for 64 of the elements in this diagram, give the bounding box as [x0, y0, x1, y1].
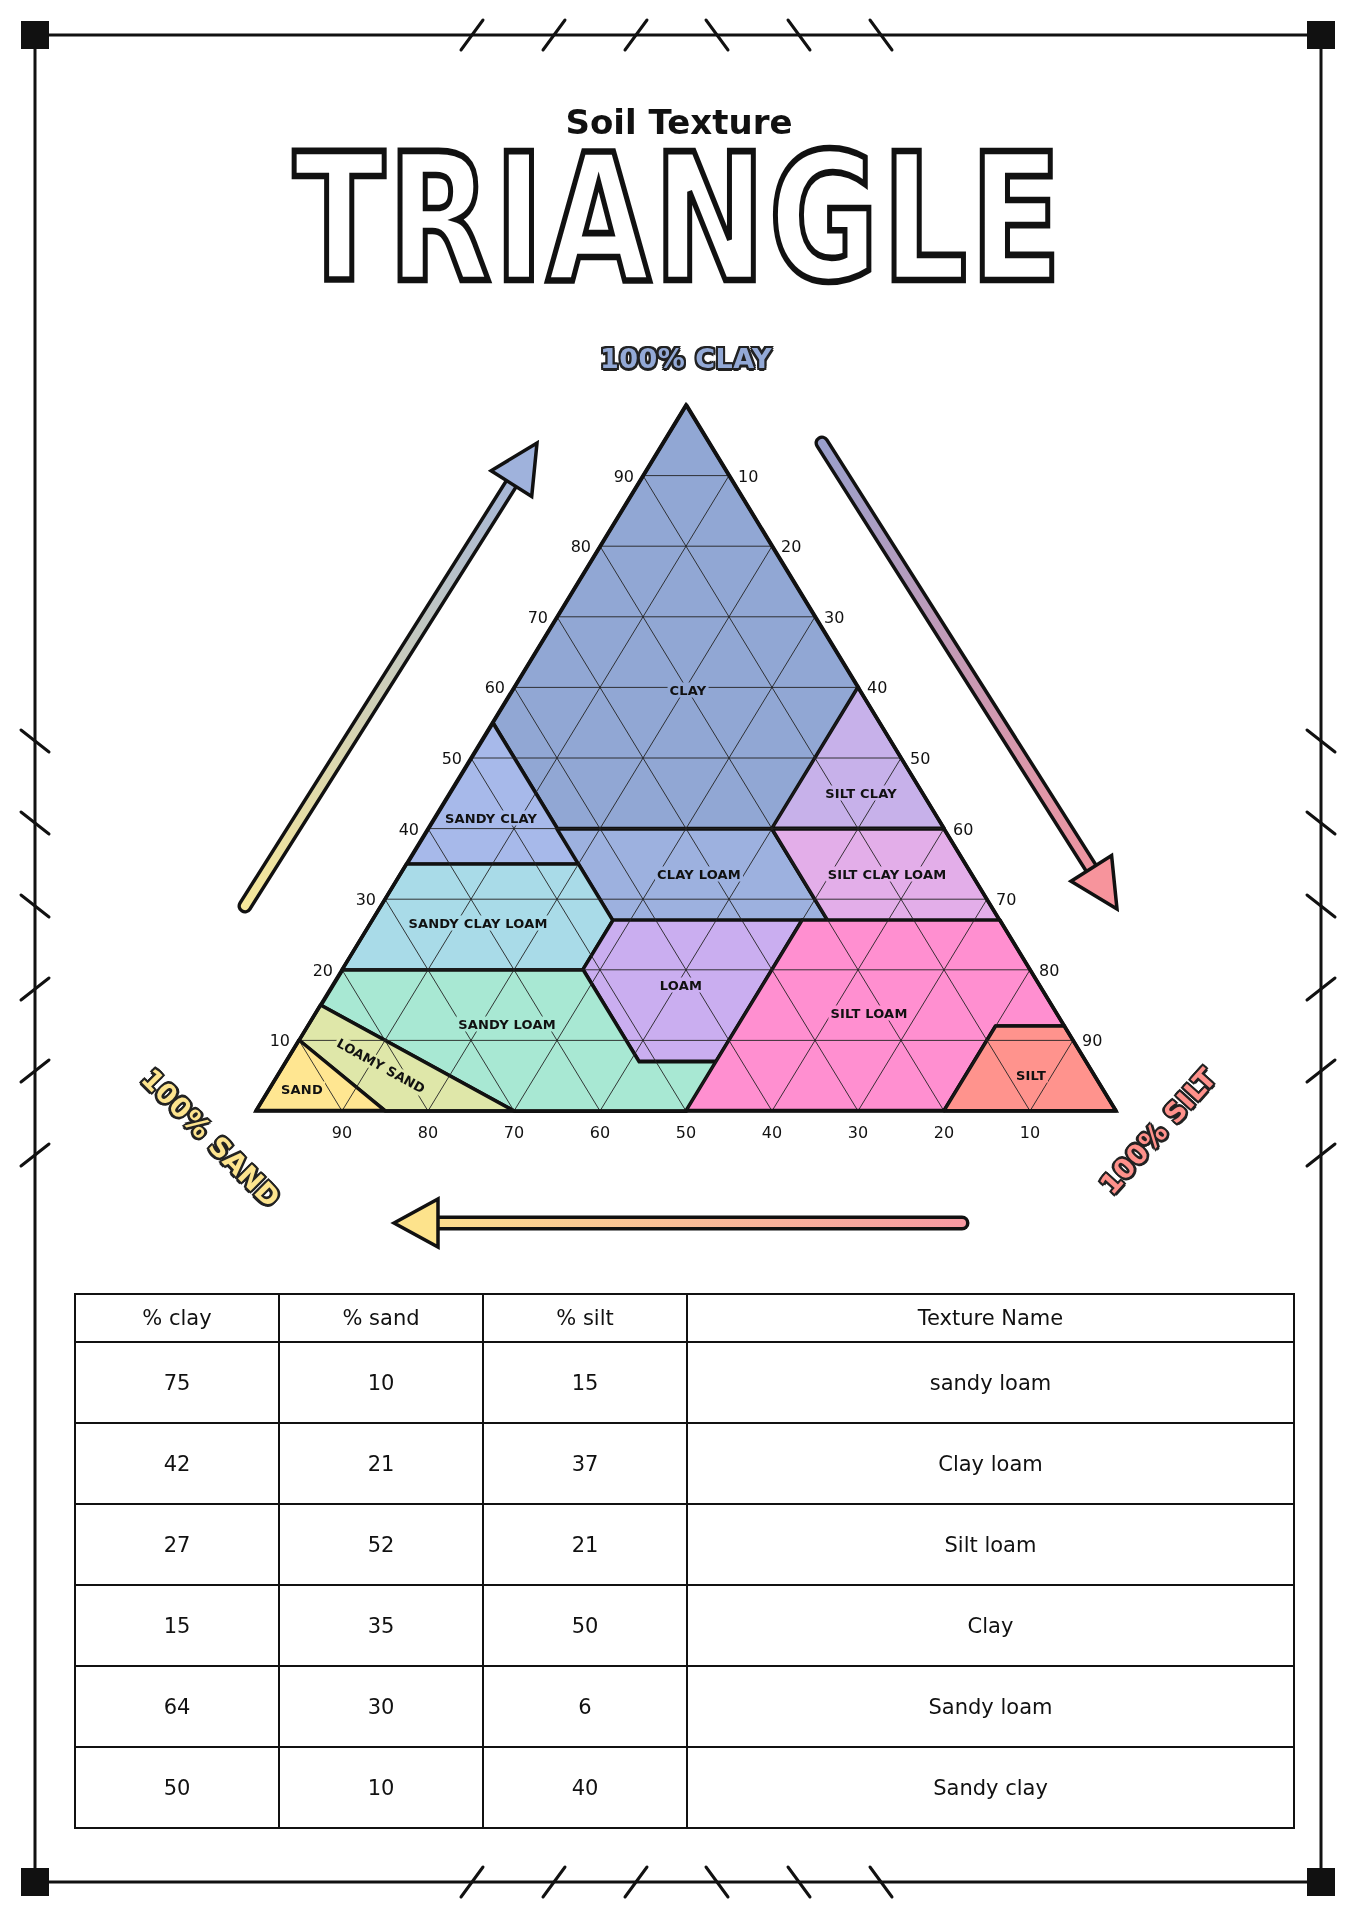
tick-label: 90	[613, 466, 634, 486]
tick-label: 50	[910, 748, 931, 768]
tick-label: 30	[355, 889, 376, 909]
tick-label: 90	[1082, 1030, 1103, 1050]
region-label: SANDY CLAY	[442, 810, 540, 826]
tick-label: 70	[527, 607, 548, 627]
tick-label: 20	[781, 536, 802, 556]
table-cell: Sandy clay	[687, 1747, 1294, 1828]
table-cell: 10	[279, 1747, 483, 1828]
tick-label: 50	[675, 1123, 697, 1142]
corner-label: 100% CLAY	[599, 342, 773, 374]
tick-label: 70	[503, 1123, 525, 1142]
tick-label: 30	[824, 607, 845, 627]
tick-label: 30	[847, 1123, 869, 1142]
table-cell: 40	[483, 1747, 687, 1828]
column-header: % sand	[279, 1294, 483, 1342]
column-header: Texture Name	[687, 1294, 1294, 1342]
table-cell: Silt loam	[687, 1504, 1294, 1585]
table-cell: 52	[279, 1504, 483, 1585]
column-header: % clay	[75, 1294, 279, 1342]
tick-label: 40	[761, 1123, 783, 1142]
tick-label: 10	[738, 466, 759, 486]
tick-label: 20	[312, 960, 333, 980]
tick-label: 80	[1039, 960, 1060, 980]
table-cell: 30	[279, 1666, 483, 1747]
region-label: SANDY LOAM	[456, 1016, 558, 1032]
table-cell: 50	[483, 1585, 687, 1666]
table-cell: 50	[75, 1747, 279, 1828]
tick-label: 70	[996, 889, 1017, 909]
tick-label: 10	[269, 1030, 290, 1050]
table-cell: 37	[483, 1423, 687, 1504]
table-cell: 15	[483, 1342, 687, 1423]
tick-label: 90	[331, 1123, 353, 1142]
table-cell: 42	[75, 1423, 279, 1504]
tick-label: 80	[570, 536, 591, 556]
tick-label: 20	[933, 1123, 955, 1142]
table-cell: sandy loam	[687, 1342, 1294, 1423]
region-label: SILT CLAY	[823, 785, 899, 801]
tick-label: 10	[1019, 1123, 1041, 1142]
tick-label: 80	[417, 1123, 439, 1142]
table-cell: 15	[75, 1585, 279, 1666]
column-header: % silt	[483, 1294, 687, 1342]
tick-label: 50	[441, 748, 462, 768]
table-cell: Clay	[687, 1585, 1294, 1666]
table-cell: 64	[75, 1666, 279, 1747]
tick-label: 60	[484, 677, 505, 697]
region-label: SILT LOAM	[828, 1005, 910, 1021]
tick-label: 40	[398, 819, 419, 839]
region-label: SANDY CLAY LOAM	[406, 915, 550, 931]
table-cell: 27	[75, 1504, 279, 1585]
region-label: CLAY	[667, 682, 709, 698]
table-cell: 10	[279, 1342, 483, 1423]
table-cell: 21	[483, 1504, 687, 1585]
table-cell: 35	[279, 1585, 483, 1666]
table-cell: 6	[483, 1666, 687, 1747]
tick-label: 60	[953, 819, 974, 839]
table-cell: Sandy loam	[687, 1666, 1294, 1747]
region-label: CLAY LOAM	[655, 866, 743, 882]
tick-label: 40	[867, 677, 888, 697]
table-cell: Clay loam	[687, 1423, 1294, 1504]
tick-label: 60	[589, 1123, 611, 1142]
table-cell: 21	[279, 1423, 483, 1504]
region-label: SAND	[279, 1081, 325, 1097]
table-cell: 75	[75, 1342, 279, 1423]
